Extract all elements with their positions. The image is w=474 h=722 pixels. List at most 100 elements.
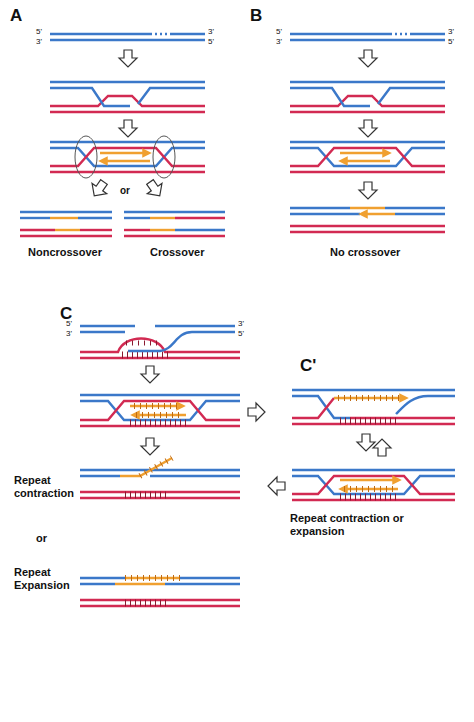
panel-b-dna-part — [340, 152, 388, 154]
panel-c-prime-dna-part — [292, 469, 455, 471]
panel-c-dna-part — [122, 352, 168, 359]
panel-a-dna-part — [50, 111, 205, 113]
panel-c-dna-part — [134, 414, 186, 416]
process-arrows-a-part — [143, 177, 167, 201]
panel-a-dna-part — [150, 229, 175, 231]
panel-c-prime-dna-part — [338, 395, 400, 401]
panel-c-dna-part — [126, 341, 160, 346]
panel-c-dna-part — [125, 492, 170, 499]
strand-end-label: 5' — [36, 27, 42, 36]
panel-b-dna-part — [290, 111, 445, 113]
panel-c-prime-dna-part — [292, 476, 455, 494]
panel-a-dna-part — [124, 217, 150, 219]
panel-b-dna-part — [412, 33, 445, 35]
panel-c-prime-dna-part — [340, 418, 400, 425]
panel-a-dna-part — [75, 136, 97, 178]
strand-end-label: 3' — [36, 37, 42, 46]
panel-b-dna-part — [362, 213, 395, 215]
outcome-label: Crossover — [150, 246, 204, 259]
panel-c-dna-part — [80, 394, 240, 396]
panel-a-dna-part — [100, 152, 148, 154]
panel-b-dna-part — [290, 141, 445, 143]
panel-b-dna-part — [378, 88, 445, 104]
panel-a-dna-part — [50, 148, 205, 166]
outcome-label: Repeat contraction — [14, 474, 82, 499]
panel-b-dna-part — [290, 207, 350, 209]
panel-b-dna-part — [290, 148, 445, 166]
panel-b-dna-part — [290, 88, 370, 106]
panel-b-dna-part — [290, 171, 445, 173]
panel-c-prime-dna-part — [292, 396, 350, 418]
panel-b-dna-part — [290, 96, 445, 106]
panel-c-prime-dna-part — [340, 494, 400, 501]
panel-a-dna-part — [50, 171, 205, 173]
process-arrows-c-part — [248, 403, 265, 421]
panel-a-dna-part — [124, 235, 225, 237]
panel-a-dna — [20, 34, 225, 236]
process-arrows-a-part — [119, 50, 137, 67]
panel-a-dna-part — [50, 148, 205, 166]
panel-a-dna-part — [138, 88, 205, 104]
conjunction-label: or — [120, 185, 130, 197]
panel-a-dna-part — [175, 217, 225, 219]
panel-c-prime-dna-part — [292, 389, 455, 391]
strand-end-label: 3' — [238, 319, 244, 328]
panel-c-dna-part — [140, 458, 172, 476]
panel-c-dna-part — [80, 583, 115, 585]
strand-end-label: 3' — [448, 27, 454, 36]
panel-c-dna-part — [120, 458, 172, 476]
panel-b-dna-part — [290, 148, 445, 166]
panel-c-dna-part — [80, 357, 240, 359]
panel-a-dna-part — [50, 81, 205, 83]
conjunction-label: or — [36, 532, 47, 545]
panel-c-dna-part — [125, 577, 180, 579]
process-arrows-b — [359, 50, 377, 199]
panel-c-dna-part — [80, 401, 240, 420]
panel-a-dna-part — [55, 229, 80, 231]
panel-a-dna-part — [50, 96, 205, 106]
panel-c-dna-part — [165, 583, 240, 585]
panel-c-dna-part — [125, 600, 170, 607]
panel-a-dna-part — [20, 211, 112, 213]
panel-b-dna-part — [350, 207, 385, 209]
process-arrows-c-part — [141, 366, 159, 383]
panel-c-dna-part — [150, 475, 240, 477]
panel-c-dna-part — [155, 325, 235, 327]
panel-c-prime-dna-part — [292, 423, 455, 425]
process-arrows-a-part — [87, 177, 111, 201]
process-arrows-a-part — [119, 120, 137, 137]
panel-b-dna-part — [385, 207, 445, 209]
panel-c-prime-dna-part — [334, 397, 405, 399]
panel-a-dna-part — [20, 235, 112, 237]
panel-c-dna-part — [115, 583, 165, 585]
panel-a-dna-part — [78, 217, 112, 219]
panel-a-dna-part — [124, 211, 225, 213]
panel-b-dna-part — [290, 231, 445, 233]
process-arrows-c-prime — [357, 434, 391, 456]
panel-a-dna-part — [102, 160, 150, 162]
panel-c-dna-part — [80, 469, 240, 471]
process-arrows-b-part — [359, 50, 377, 67]
panel-label: A — [10, 6, 22, 26]
panel-a-dna-part — [150, 217, 175, 219]
panel-b-dna-part — [290, 39, 445, 41]
panel-b-dna-part — [290, 225, 445, 227]
panel-c-dna-part — [130, 420, 186, 427]
outcome-label: Repeat contraction or expansion — [290, 512, 460, 537]
panel-c-dna-part — [180, 577, 240, 579]
panel-a-dna-part — [20, 229, 55, 231]
panel-a-dna-part — [124, 229, 150, 231]
panel-a-dna-part — [20, 217, 50, 219]
panel-c-dna-part — [130, 405, 182, 407]
panel-b-dna-part — [390, 33, 412, 35]
panel-c-prime-dna-part — [340, 479, 398, 481]
panel-b-dna-part — [290, 81, 445, 83]
process-arrows-c-part — [141, 438, 159, 455]
panel-c-dna-part — [80, 331, 125, 333]
panel-label: C' — [300, 356, 316, 376]
panel-a-dna-part — [50, 33, 150, 35]
process-arrows-c-prime-part — [373, 439, 391, 456]
strand-end-label: 5' — [66, 319, 72, 328]
